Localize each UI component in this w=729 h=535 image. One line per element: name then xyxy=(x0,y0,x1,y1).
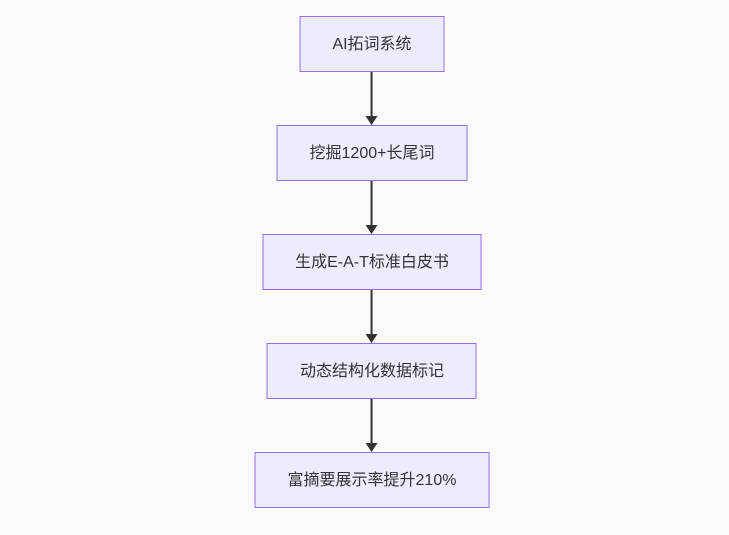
flow-node-label: 富摘要展示率提升210% xyxy=(287,472,457,489)
flowchart: AI拓词系统 挖掘1200+长尾词 生成E-A-T标准白皮书 动态结构化数据标记 xyxy=(254,16,490,508)
flow-edge-2 xyxy=(366,181,378,234)
flow-node-structured-data-markup: 动态结构化数据标记 xyxy=(266,343,477,399)
flow-edge-1 xyxy=(366,72,378,125)
flow-node-longtail-mining: 挖掘1200+长尾词 xyxy=(276,125,468,181)
arrow-down-icon xyxy=(366,116,378,125)
flow-node-ai-keyword-system: AI拓词系统 xyxy=(299,16,445,72)
flow-edge-4 xyxy=(366,399,378,452)
flow-node-eat-whitepaper: 生成E-A-T标准白皮书 xyxy=(262,234,482,290)
arrow-line xyxy=(371,399,373,443)
arrow-down-icon xyxy=(366,443,378,452)
arrow-down-icon xyxy=(366,225,378,234)
arrow-line xyxy=(371,290,373,334)
flow-node-rich-snippet-result: 富摘要展示率提升210% xyxy=(254,452,490,508)
arrow-line xyxy=(371,181,373,225)
flow-node-label: AI拓词系统 xyxy=(332,36,412,53)
flow-edge-3 xyxy=(366,290,378,343)
flow-node-label: 动态结构化数据标记 xyxy=(299,363,444,380)
arrow-line xyxy=(371,72,373,116)
flow-node-label: 挖掘1200+长尾词 xyxy=(309,145,435,162)
arrow-down-icon xyxy=(366,334,378,343)
flow-node-label: 生成E-A-T标准白皮书 xyxy=(295,254,449,271)
